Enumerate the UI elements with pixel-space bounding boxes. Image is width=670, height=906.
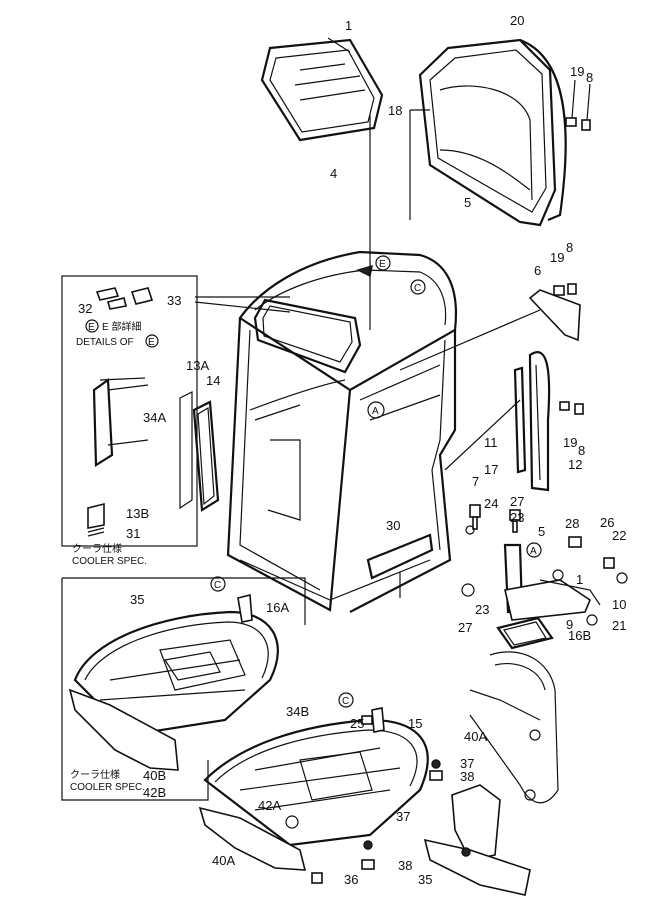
cooler-jp-bottom: クーラ仕様 (70, 768, 120, 781)
part-label-11: 11 (484, 435, 498, 450)
part-label-31: 32 (78, 301, 92, 316)
marker-a-frame: A (372, 406, 379, 417)
part-label-8-mid: 8 (566, 240, 573, 255)
step-assembly (423, 784, 531, 896)
part-label-3: 5 (538, 524, 545, 539)
part-label-26: 26 (600, 515, 614, 530)
part-label-39: 40A (464, 729, 487, 744)
part-label-16a: 15 (408, 716, 422, 731)
part-label-19-low: 19 (563, 435, 577, 450)
part-label-14: 14 (206, 373, 220, 388)
part-label-40b: 40B (143, 768, 166, 783)
part-label-17: 17 (484, 462, 498, 477)
part-label-13a: 13A (186, 358, 209, 373)
part-labels: 1 4 20 19 8 18 5 6 19 8 19 8 11 17 12 7 … (78, 13, 626, 887)
part-label-25: 25 (350, 716, 364, 731)
side-glass-panels (179, 391, 220, 512)
marker-c-roof: C (414, 283, 421, 294)
part-label-29: 30 (386, 518, 400, 533)
part-label-34a: 34B (286, 704, 309, 719)
part-label-6: 6 (534, 263, 541, 278)
part-label-38-top: 38 (460, 769, 474, 784)
part-label-18: 18 (388, 103, 402, 118)
part-label-7: 7 (472, 474, 479, 489)
floor-box: C クーラ仕様 COOLER SPEC. (61, 576, 306, 801)
leader-lines (194, 115, 541, 471)
marker-e-roof: E (379, 259, 386, 270)
detail-marker-e: E (88, 322, 95, 333)
part-label-20: 20 (510, 13, 524, 28)
detail-title-jp: E 部詳細 (102, 320, 141, 333)
part-label-8-top: 8 (586, 70, 593, 85)
cooler-en-bottom: COOLER SPEC. (70, 782, 145, 793)
roof-window-assembly (260, 37, 384, 142)
part-label-33: 34A (143, 410, 166, 425)
part-label-28: 28 (565, 516, 579, 531)
right-side-parts: A (461, 283, 628, 650)
detail-box-e: E E 部詳細 DETAILS OF E クーラ仕様 COOLER SPEC. (61, 275, 198, 567)
cab-frame (226, 250, 458, 613)
part-label-23-top: 23 (510, 510, 524, 525)
part-label-19-mid: 19 (550, 250, 564, 265)
detail-marker-e-2: E (148, 337, 155, 348)
marker-c-floor-a: C (342, 696, 349, 707)
part-label-19-top: 19 (570, 64, 584, 79)
part-label-1: 1 (576, 572, 583, 587)
part-label-8-low: 8 (578, 443, 585, 458)
part-label-35: 35 (418, 872, 432, 887)
part-label-42b: 42B (143, 785, 166, 800)
part-label-27-top: 27 (510, 494, 524, 509)
part-label-4: 4 (330, 166, 337, 181)
part-label-30: 31 (126, 526, 140, 541)
part-label-5: 5 (464, 195, 471, 210)
part-label-41: 42A (258, 798, 281, 813)
marker-a-bracket: A (530, 546, 537, 557)
part-label-21: 21 (612, 618, 626, 633)
part-label-23-low: 23 (475, 602, 489, 617)
part-label-9: 9 (566, 617, 573, 632)
part-label-40a: 40A (212, 853, 235, 868)
part-label-2: 1 (345, 18, 352, 33)
part-label-37-low: 37 (396, 809, 410, 824)
roof-markers: C E A (356, 255, 426, 419)
standard-floor-plate: C (198, 692, 443, 884)
part-label-24: 24 (484, 496, 498, 511)
door-assembly (409, 38, 567, 227)
part-label-38-low: 38 (398, 858, 412, 873)
cooler-jp-top: クーラ仕様 (72, 542, 122, 555)
side-cowl (469, 651, 559, 804)
part-label-10: 10 (612, 597, 626, 612)
part-label-12: 12 (568, 457, 582, 472)
part-label-36: 36 (344, 872, 358, 887)
part-label-32: 33 (167, 293, 181, 308)
part-label-15: 16B (568, 628, 591, 643)
part-label-22: 22 (612, 528, 626, 543)
part-label-37-top: 37 (460, 756, 474, 771)
detail-title-en: DETAILS OF (76, 337, 134, 348)
marker-c-floor-b: C (214, 580, 221, 591)
cooler-en-top: COOLER SPEC. (72, 556, 147, 567)
part-label-13b: 13B (126, 506, 149, 521)
part-label-34b: 35 (130, 592, 144, 607)
part-label-16b: 16A (266, 600, 289, 615)
part-label-27-low: 27 (458, 620, 472, 635)
door-bolts (565, 79, 591, 131)
